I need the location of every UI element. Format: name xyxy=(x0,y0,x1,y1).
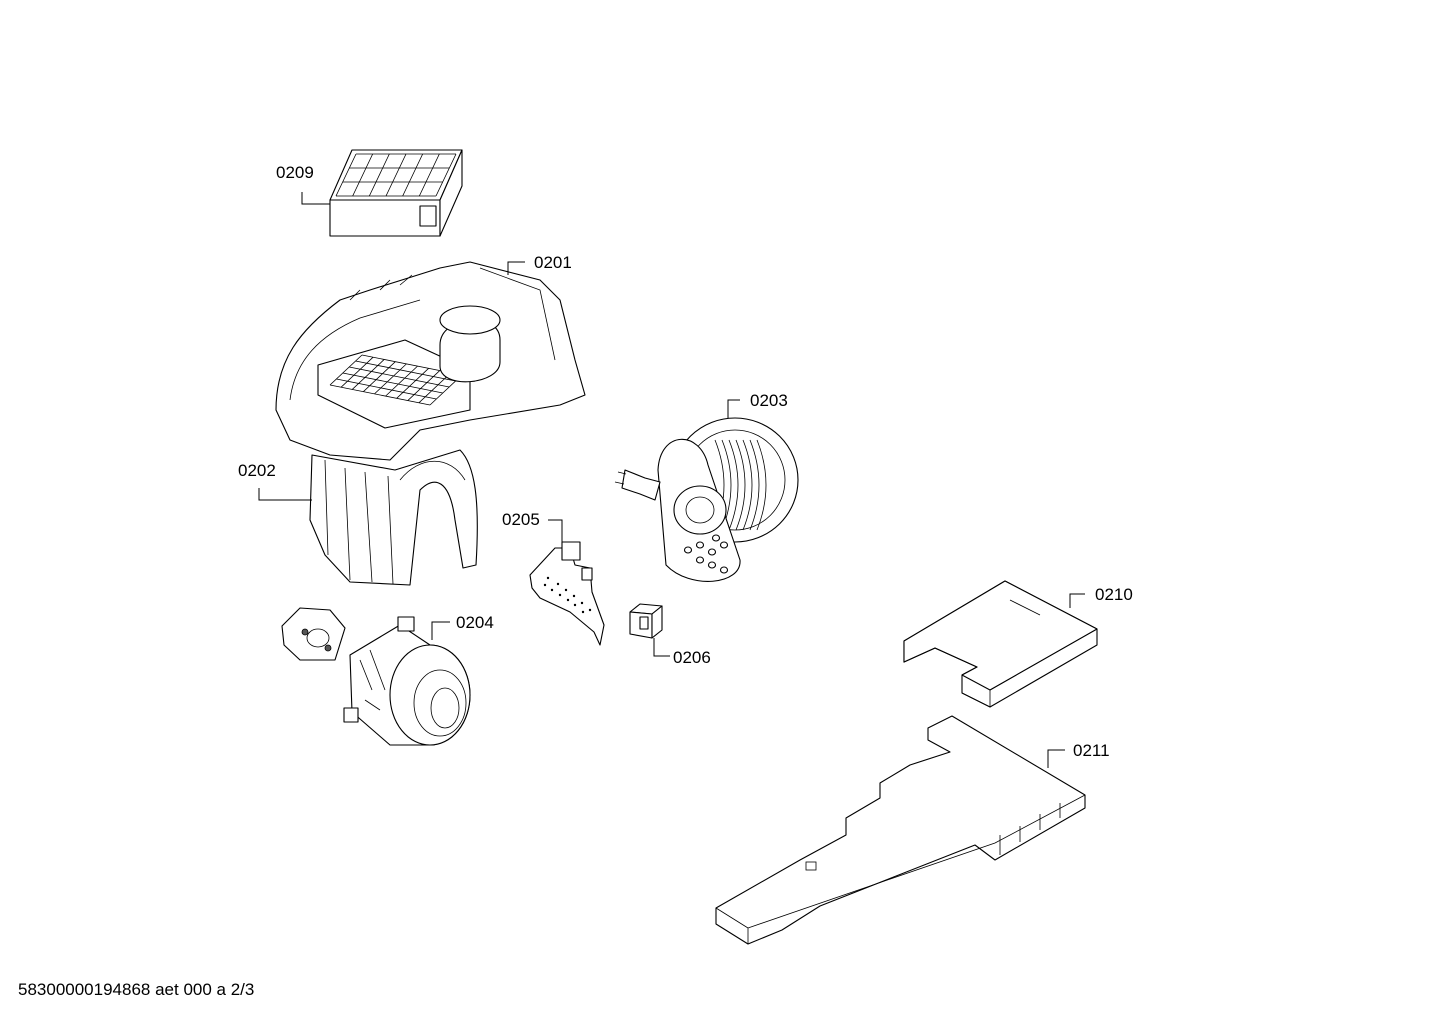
label-0205: 0205 xyxy=(502,510,540,529)
label-0206: 0206 xyxy=(673,648,711,667)
label-0210: 0210 xyxy=(1095,585,1133,604)
label-0202: 0202 xyxy=(238,461,276,480)
label-0201: 0201 xyxy=(534,253,572,272)
part-motor-housing-shell[interactable] xyxy=(309,449,478,586)
part-circuit-board[interactable] xyxy=(529,541,605,646)
label-0204: 0204 xyxy=(456,613,494,632)
label-0211: 0211 xyxy=(1073,741,1110,760)
part-foam-pad-small[interactable] xyxy=(903,580,1098,708)
part-foam-pad-large[interactable] xyxy=(715,715,1086,945)
part-switch-module[interactable] xyxy=(629,603,663,639)
part-motor[interactable] xyxy=(281,607,471,746)
document-id-footer: 58300000194868 aet 000 a 2/3 xyxy=(18,980,255,999)
leader-lines xyxy=(258,192,1085,768)
part-housing-cover[interactable] xyxy=(275,261,586,461)
part-cable-reel[interactable] xyxy=(614,417,799,582)
part-filter-cassette[interactable] xyxy=(329,149,463,237)
label-0203: 0203 xyxy=(750,391,788,410)
label-0209: 0209 xyxy=(276,163,314,182)
